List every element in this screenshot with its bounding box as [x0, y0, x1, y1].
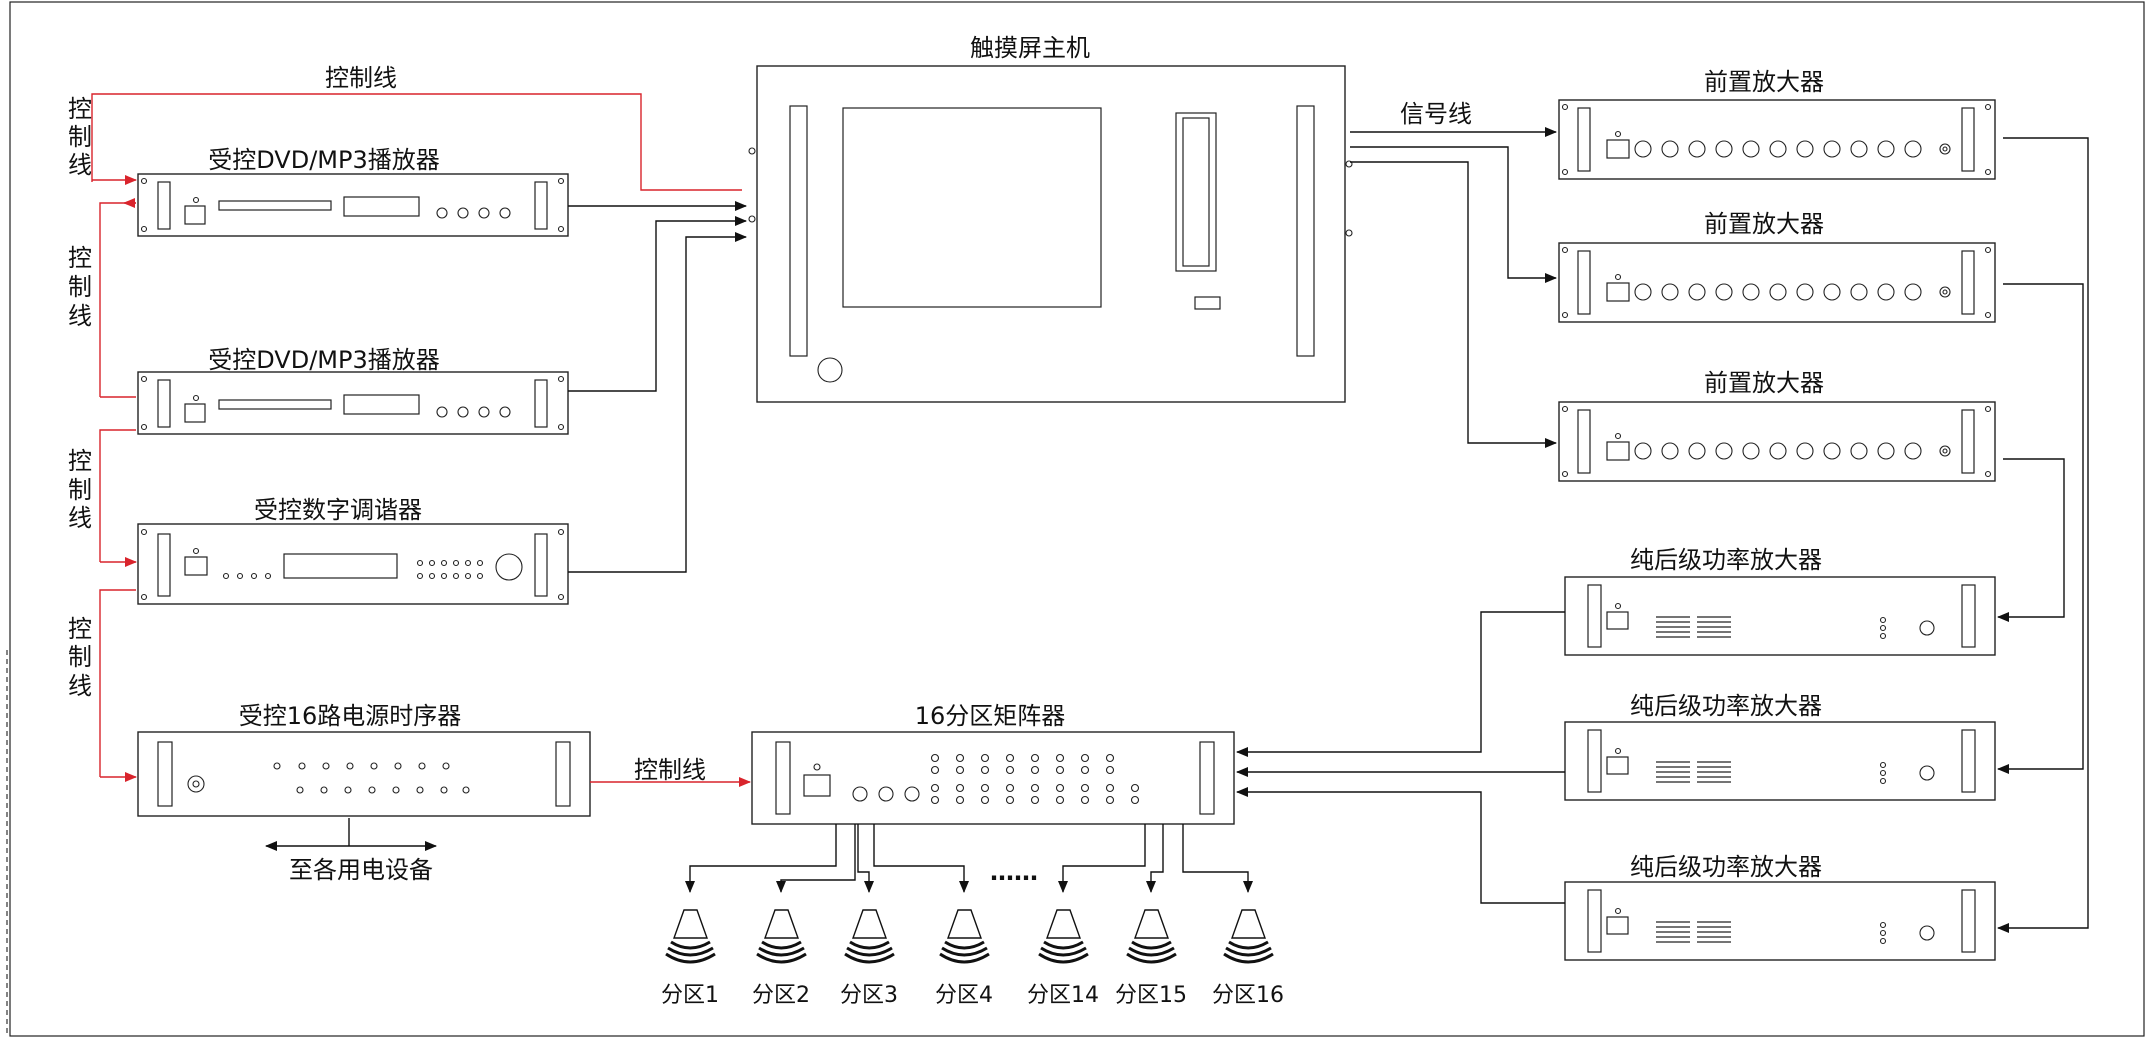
ellipsis-label: …… [990, 858, 1038, 886]
preamp-1: 前置放大器 [1558, 68, 1996, 180]
tuner-knob [495, 553, 523, 581]
preamp1-title: 前置放大器 [1704, 68, 1824, 96]
control-line-label-matrix: 控制线 [634, 756, 706, 784]
vertical-control-label-1: 控 制 线 [68, 95, 92, 179]
to-devices-label: 至各用电设备 [289, 856, 433, 884]
speaker-icon [1134, 909, 1169, 939]
signal-lines [265, 127, 2089, 933]
power-amp-3: 纯后级功率放大器 [1564, 853, 1996, 961]
speaker-icon [673, 909, 708, 939]
power3-title: 纯后级功率放大器 [1630, 853, 1822, 881]
speaker-icon [1046, 909, 1081, 939]
zone-label: 分区2 [752, 983, 810, 1008]
diagram-frame [9, 1, 2145, 1037]
digital-tuner: 受控数字调谐器 [137, 496, 569, 605]
dvd1-title: 受控DVD/MP3播放器 [208, 146, 440, 174]
sequencer-indicators [273, 762, 470, 794]
speaker-zone: 分区1 [661, 909, 719, 1008]
power-amp-1: 纯后级功率放大器 [1564, 546, 1996, 656]
zone-label: 分区1 [661, 983, 719, 1008]
zone-label: 分区14 [1027, 983, 1099, 1008]
speaker-zone: 分区3 [840, 909, 898, 1008]
tuner-button-grid [416, 559, 484, 580]
dvd-player-2: 受控DVD/MP3播放器 [137, 346, 569, 435]
matrix-title: 16分区矩阵器 [915, 702, 1066, 730]
speaker-zone: 分区16 [1212, 909, 1284, 1008]
speaker-zone: 分区15 [1115, 909, 1187, 1008]
zone-matrix: 16分区矩阵器 [751, 702, 1235, 825]
host-knob [817, 357, 843, 383]
power1-title: 纯后级功率放大器 [1630, 546, 1822, 574]
tuner-title: 受控数字调谐器 [254, 496, 422, 524]
speaker-icon [852, 909, 887, 939]
vertical-char: 控 [68, 244, 92, 272]
speaker-icon [1231, 909, 1266, 939]
vertical-control-label-3: 控 制 线 [68, 447, 92, 532]
vertical-char: 制 [68, 123, 92, 151]
power-sequencer: 受控16路电源时序器 [137, 702, 591, 817]
vertical-control-label-4: 控 制 线 [68, 615, 92, 700]
signal-line-label: 信号线 [1400, 100, 1472, 128]
dvd2-title: 受控DVD/MP3播放器 [208, 346, 440, 374]
zone-label: 分区4 [935, 983, 993, 1008]
zone-label: 分区15 [1115, 983, 1187, 1008]
speaker-zone: 分区14 [1027, 909, 1099, 1008]
vertical-char: 制 [68, 476, 92, 504]
preamp2-title: 前置放大器 [1704, 210, 1824, 238]
speaker-zones: 分区1 分区2 分区3 分区4 分区14 分区15 [661, 909, 1284, 1008]
vertical-char: 线 [68, 672, 92, 700]
preamp3-title: 前置放大器 [1704, 369, 1824, 397]
host-screen [842, 107, 1102, 308]
vertical-char: 控 [68, 95, 92, 123]
speaker-zone: 分区4 [935, 909, 993, 1008]
matrix-indicator-grid [930, 753, 1140, 805]
vertical-char: 制 [68, 643, 92, 671]
power-amp-2: 纯后级功率放大器 [1564, 692, 1996, 801]
zone-label: 分区16 [1212, 983, 1284, 1008]
power2-title: 纯后级功率放大器 [1630, 692, 1822, 720]
vertical-char: 线 [68, 302, 92, 330]
preamp-2: 前置放大器 [1558, 210, 1996, 323]
host-title: 触摸屏主机 [970, 34, 1090, 62]
sequencer-title: 受控16路电源时序器 [239, 702, 462, 730]
vertical-control-label-2: 控 制 线 [68, 244, 92, 330]
vertical-char: 控 [68, 615, 92, 643]
speaker-zone: 分区2 [752, 909, 810, 1008]
vertical-char: 线 [68, 151, 92, 179]
dvd-player-1: 受控DVD/MP3播放器 [137, 146, 569, 237]
control-line-label-top: 控制线 [325, 64, 397, 92]
speaker-icon [947, 909, 982, 939]
preamp-3: 前置放大器 [1558, 369, 1996, 482]
speaker-icon [764, 909, 799, 939]
vertical-char: 控 [68, 447, 92, 475]
vertical-char: 制 [68, 273, 92, 301]
zone-label: 分区3 [840, 983, 898, 1008]
touch-screen-host: 触摸屏主机 [748, 34, 1353, 403]
vertical-char: 线 [68, 504, 92, 532]
